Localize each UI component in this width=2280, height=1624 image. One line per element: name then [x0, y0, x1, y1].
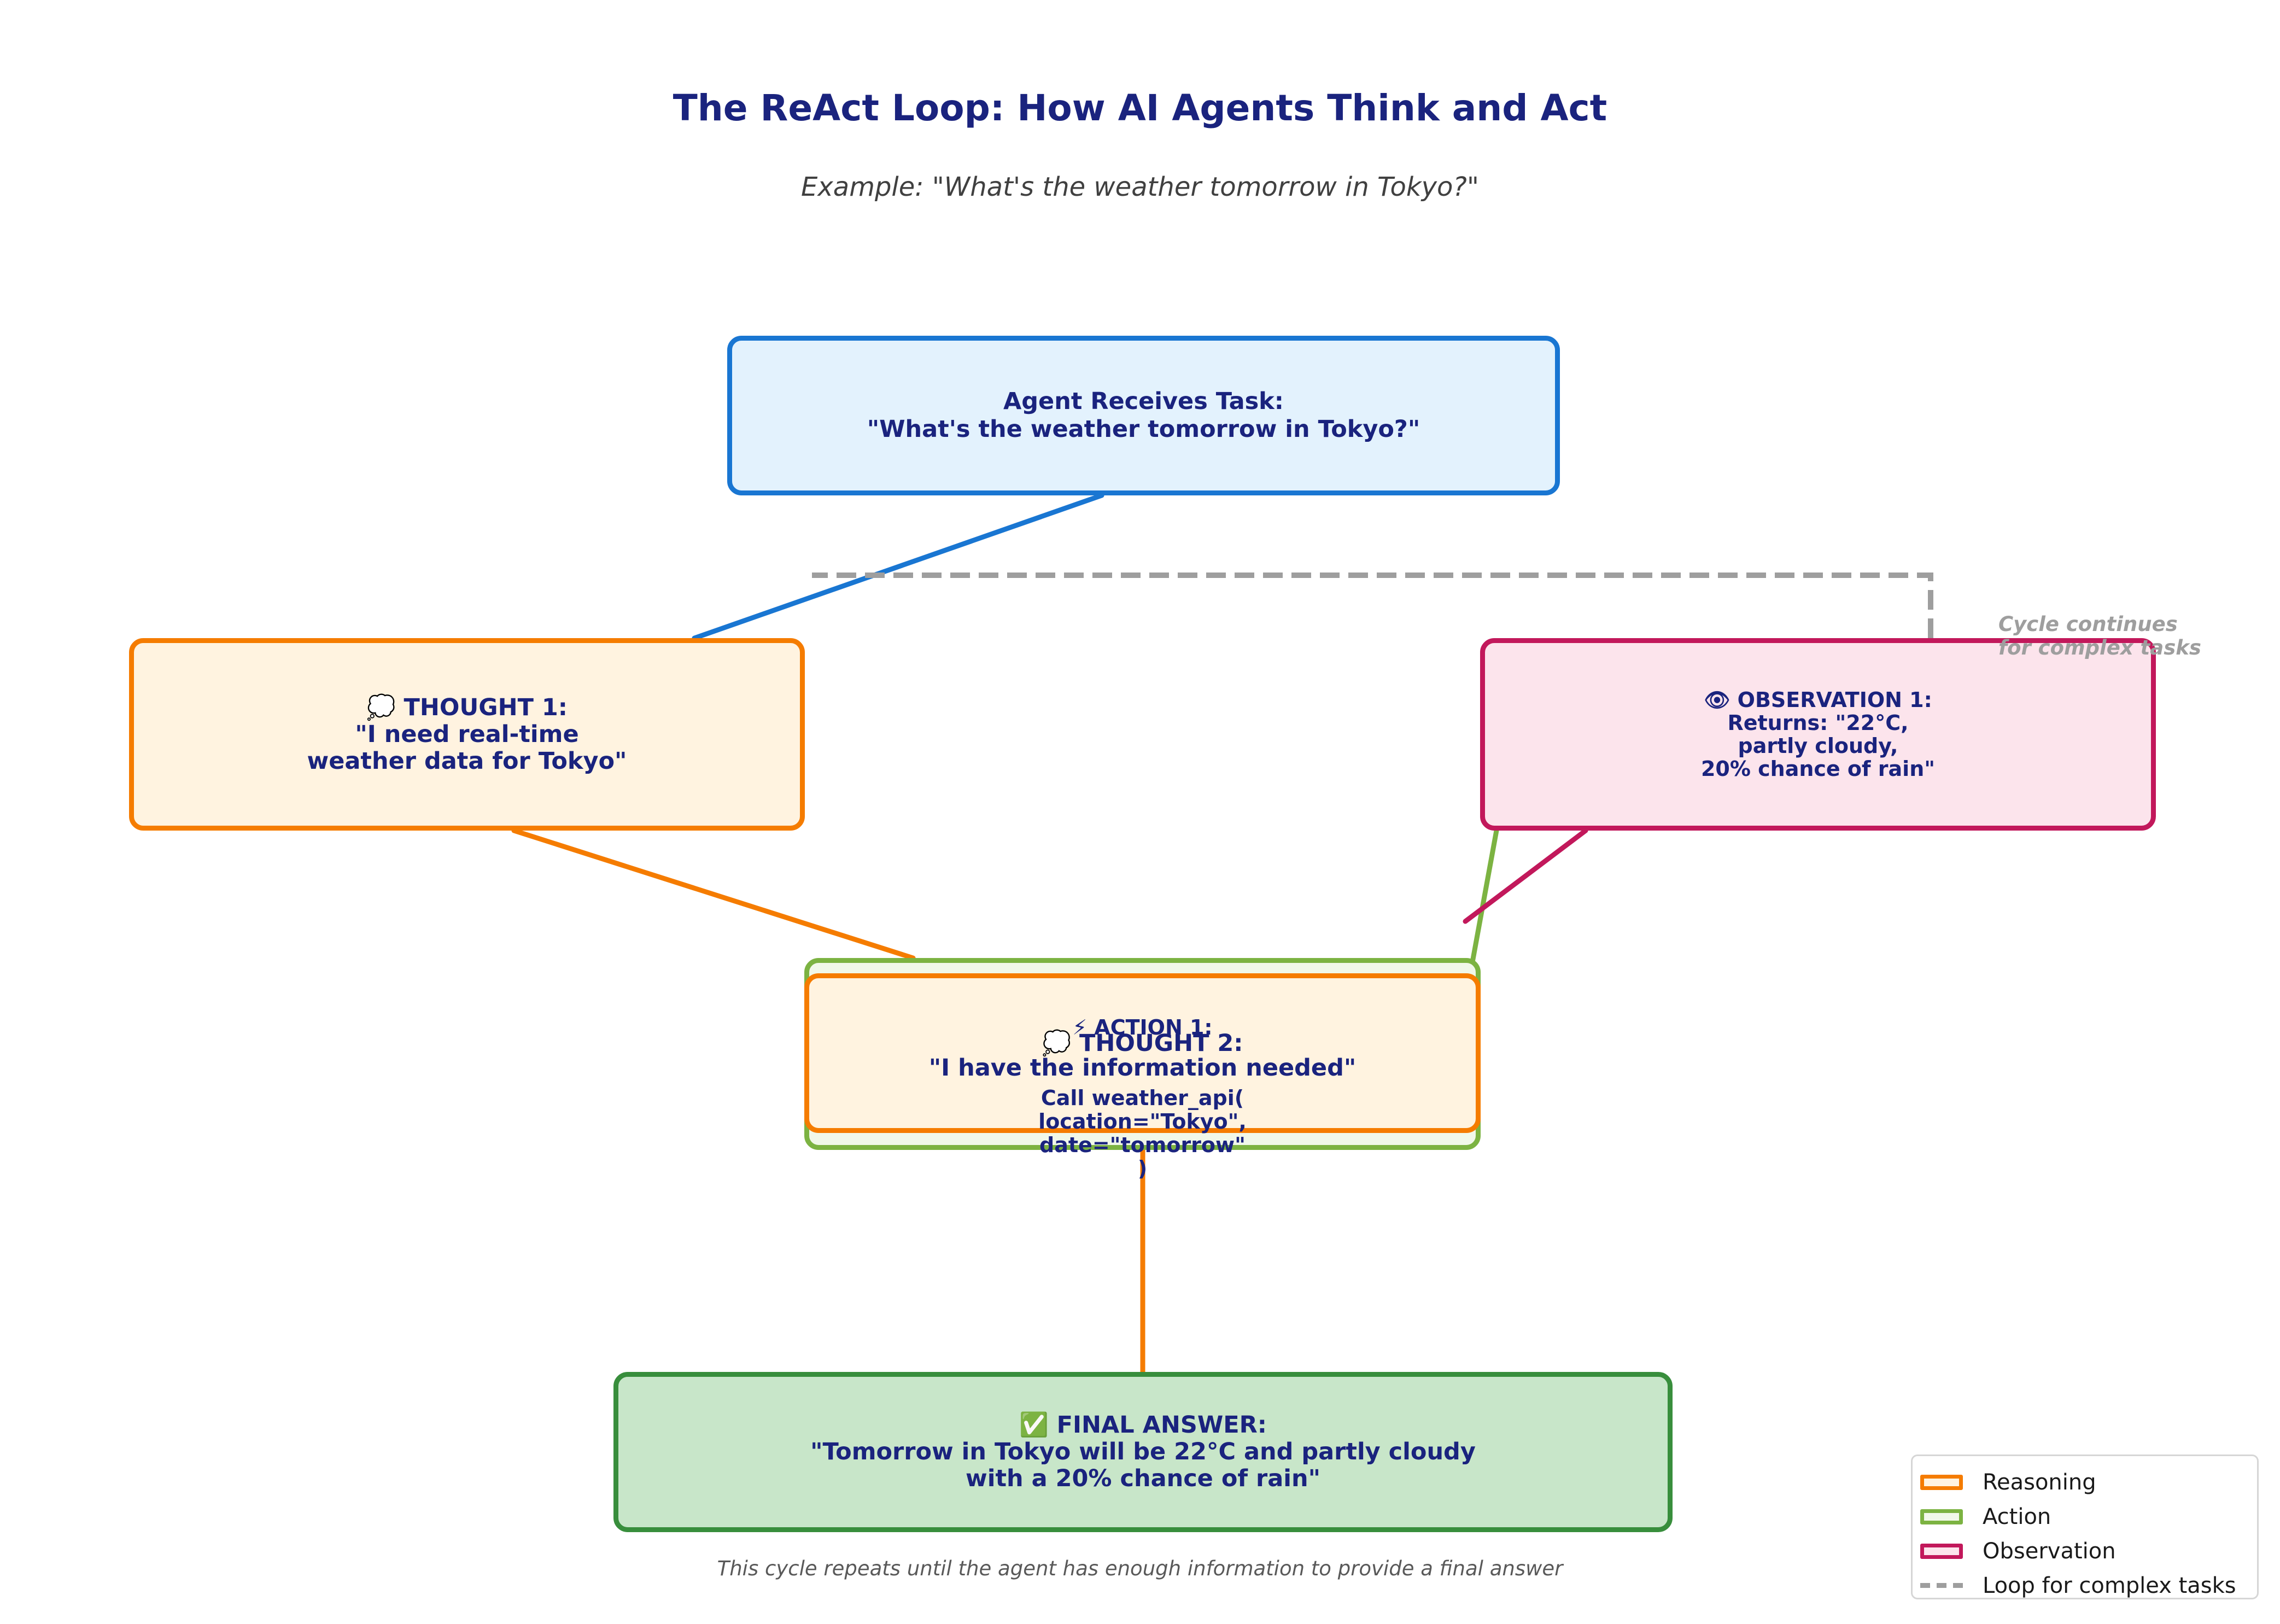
task-node: Agent Receives Task: "What's the weather…: [727, 336, 1560, 495]
legend-label-reasoning: Reasoning: [1983, 1469, 2096, 1495]
thought1-to-action1-link: [511, 828, 916, 961]
observation1-heading: 👁 OBSERVATION 1:: [1704, 688, 1932, 712]
task-heading: Agent Receives Task:: [1003, 388, 1284, 415]
final-text: "Tomorrow in Tokyo will be 22°C and part…: [810, 1438, 1476, 1492]
observation1-node: 👁 OBSERVATION 1: Returns: "22°C, partly …: [1480, 638, 2156, 831]
diagram-footer: This cycle repeats until the agent has e…: [717, 1557, 1563, 1580]
diagram-title: The ReAct Loop: How AI Agents Think and …: [673, 87, 1607, 129]
action1-text: Call weather_api( location="Tokyo", date…: [1038, 1086, 1247, 1181]
legend-label-action: Action: [1983, 1504, 2051, 1529]
final-heading: ✅ FINAL ANSWER:: [1019, 1411, 1267, 1439]
legend-item-loop: Loop for complex tasks: [1920, 1568, 2257, 1603]
final-answer-node: ✅ FINAL ANSWER: "Tomorrow in Tokyo will …: [613, 1372, 1673, 1532]
legend-label-loop: Loop for complex tasks: [1983, 1573, 2236, 1598]
reasoning-swatch: [1920, 1474, 1963, 1490]
action1-to-observation1-link: [1469, 828, 1499, 968]
thought2-heading: 💭 THOUGHT 2:: [1042, 1030, 1243, 1057]
diagram-subtitle: Example: "What's the weather tomorrow in…: [801, 172, 1479, 202]
legend-item-reasoning: Reasoning: [1920, 1465, 2257, 1499]
thought1-node: 💭 THOUGHT 1: "I need real-time weather d…: [129, 638, 805, 831]
observation-swatch: [1920, 1543, 1963, 1559]
observation1-to-thought2-link: [1463, 828, 1588, 924]
action-swatch: [1920, 1509, 1963, 1524]
legend: Reasoning Action Observation Loop for co…: [1911, 1454, 2259, 1599]
action1-heading: ⚡ ACTION 1:: [1072, 1015, 1213, 1039]
thought1-text: "I need real-time weather data for Tokyo…: [307, 720, 627, 775]
loop-swatch: [1920, 1583, 1963, 1588]
legend-label-observation: Observation: [1983, 1538, 2116, 1564]
action1-label: ⚡ ACTION 1: Call weather_api( location="…: [804, 992, 1481, 1181]
loop-back-path: [812, 573, 1933, 638]
thought1-heading: 💭 THOUGHT 1:: [366, 693, 568, 721]
cycle-note: Cycle continues for complex tasks: [1998, 612, 2201, 659]
legend-item-observation: Observation: [1920, 1534, 2257, 1568]
thought2-text: "I have the information needed": [928, 1054, 1357, 1082]
thought2-node: 💭 THOUGHT 2: "I have the information nee…: [804, 973, 1481, 1133]
legend-item-action: Action: [1920, 1499, 2257, 1534]
task-to-thought1-link: [692, 493, 1104, 641]
observation1-text: Returns: "22°C, partly cloudy, 20% chanc…: [1700, 711, 1936, 781]
task-text: "What's the weather tomorrow in Tokyo?": [867, 416, 1420, 443]
